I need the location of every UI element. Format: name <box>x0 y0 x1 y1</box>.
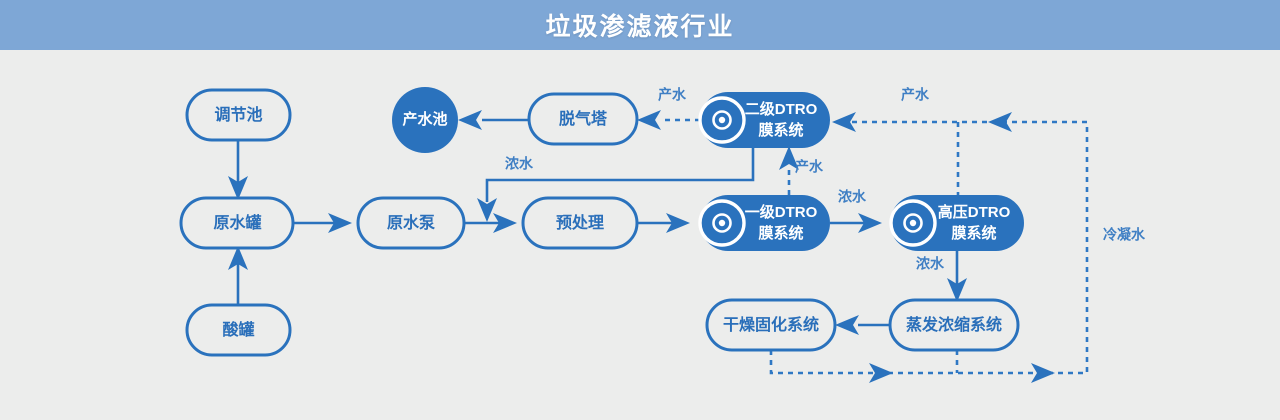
edge-dtrohp-concentrate-to-zhengfa <box>947 251 967 302</box>
edge-tuoqita-to-chanshuichi <box>458 110 529 130</box>
node-yuchuli-label: 预处理 <box>556 213 604 232</box>
edge-label-chanshui-2: 产水 <box>795 159 824 175</box>
edge-dtro2-concentrate-to-yuchuli <box>477 148 755 222</box>
edge-yuchuli-to-dtro1 <box>637 213 690 233</box>
node-dtrohp-label-line2: 膜系统 <box>951 224 996 242</box>
edge-label-nongshui-3: 浓水 <box>916 256 945 272</box>
edge-tiaojiechi-to-yuanshuiguan <box>228 140 248 200</box>
edge-label-nongshui-2: 浓水 <box>838 189 867 205</box>
node-yuanshuiguan-label: 原水罐 <box>213 213 261 232</box>
node-dtro2[interactable]: 二级DTRO 膜系统 <box>698 92 830 148</box>
edge-condensate-return-loop <box>769 122 1089 383</box>
node-suanguan[interactable]: 酸罐 <box>185 303 292 357</box>
edge-dtro2-permeate-to-tuoqita <box>637 110 700 130</box>
node-yuchuli[interactable]: 预处理 <box>521 196 639 250</box>
node-tuoqita-label: 脱气塔 <box>559 109 608 128</box>
node-chanshuichi-label: 产水池 <box>402 110 447 128</box>
node-zhengfa-nongsuo[interactable]: 蒸发浓缩系统 <box>888 298 1020 352</box>
node-ganzao-guhua[interactable]: 干燥固化系统 <box>705 298 837 352</box>
node-yuanshuibeng-label: 原水泵 <box>387 213 435 232</box>
node-dtrohp-label-line1: 高压DTRO <box>938 203 1011 221</box>
edge-dtro1-concentrate-to-dtrohp <box>830 213 882 233</box>
edge-label-chanshui-3: 产水 <box>901 87 930 103</box>
edge-dtro1-permeate-to-dtro2 <box>779 146 799 195</box>
edge-label-lengningshui: 冷凝水 <box>1103 227 1146 243</box>
edge-dtrohp-permeate-to-dtro2 <box>832 112 1087 195</box>
node-dtro1-label-line2: 膜系统 <box>758 224 803 242</box>
flowchart-canvas: 调节池 原水罐 酸罐 原水泵 预处理 脱气塔 产水池 <box>0 50 1280 420</box>
node-dtro2-label-line1: 二级DTRO <box>745 100 818 118</box>
node-ganzao-label: 干燥固化系统 <box>723 315 819 334</box>
node-dtro1-label-line1: 一级DTRO <box>745 203 818 221</box>
node-tuoqita[interactable]: 脱气塔 <box>527 92 639 146</box>
node-yuanshuibeng[interactable]: 原水泵 <box>356 196 466 250</box>
node-dtro-high-pressure[interactable]: 高压DTRO 膜系统 <box>889 195 1024 251</box>
node-tiaojiechi-label: 调节池 <box>214 105 262 124</box>
edge-label-chanshui-1: 产水 <box>658 87 687 103</box>
page-title: 垃圾渗滤液行业 <box>545 13 735 41</box>
node-dtro1[interactable]: 一级DTRO 膜系统 <box>698 195 830 251</box>
edge-yuanshuibeng-to-yuchuli <box>464 213 517 233</box>
node-yuanshuiguan[interactable]: 原水罐 <box>179 196 295 250</box>
page-header: 垃圾渗滤液行业 <box>0 0 1280 50</box>
edge-zhengfa-to-ganzao <box>835 315 890 335</box>
edge-label-nongshui-1: 浓水 <box>505 156 534 172</box>
node-dtro2-label-line2: 膜系统 <box>758 121 803 139</box>
node-suanguan-label: 酸罐 <box>222 320 254 339</box>
edge-yuanshuiguan-to-yuanshuibeng <box>293 213 352 233</box>
node-tiaojiechi[interactable]: 调节池 <box>185 88 292 142</box>
edge-suanguan-to-yuanshuiguan <box>228 246 248 305</box>
node-chanshuichi[interactable]: 产水池 <box>392 87 458 153</box>
node-zhengfa-label: 蒸发浓缩系统 <box>906 315 1002 334</box>
